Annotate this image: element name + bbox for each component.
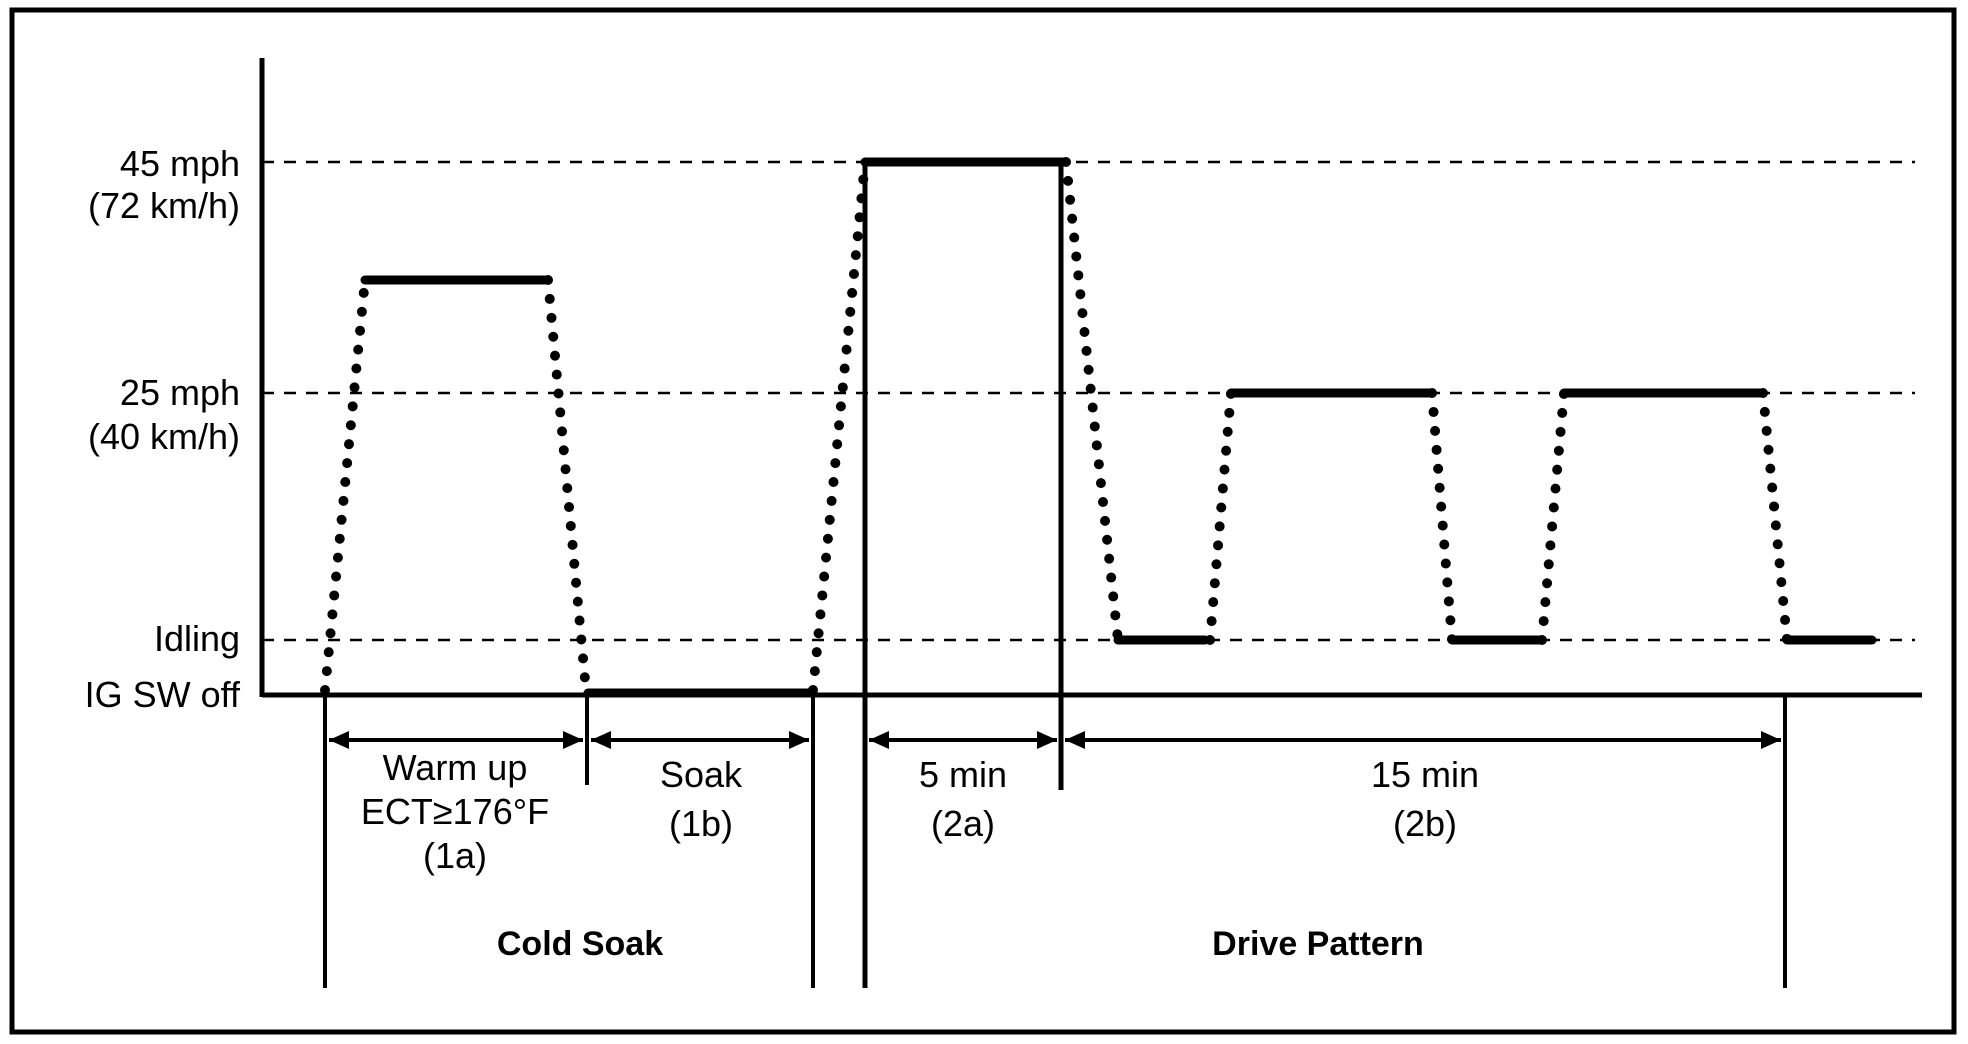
warmup-label: Warm up	[383, 747, 528, 788]
drive-5min-label: 5 min	[919, 754, 1007, 795]
arrowhead-soak-left	[591, 731, 611, 749]
speed-ramps	[320, 157, 1792, 695]
cold-soak-label: Cold Soak	[497, 925, 663, 963]
soak-label: Soak	[660, 754, 743, 795]
soak-code-label: (1b)	[669, 803, 733, 844]
ramp-warmup-down	[543, 275, 591, 695]
label-40-kmh: (40 km/h)	[88, 416, 240, 457]
ramp-5min-down	[1061, 157, 1123, 645]
drive-pattern-label: Drive Pattern	[1212, 925, 1424, 963]
arrowhead-warmup-left	[329, 731, 349, 749]
arrowhead-15min-left	[1065, 731, 1085, 749]
y-axis-labels: 45 mph (72 km/h) 25 mph (40 km/h) Idling…	[85, 143, 241, 715]
label-idling: Idling	[154, 618, 240, 659]
arrow-heads	[329, 731, 1781, 749]
group-labels: Cold Soak Drive Pattern	[497, 925, 1424, 963]
drive-15min-label: 15 min	[1371, 754, 1479, 795]
ramp-drive1-up	[1205, 388, 1236, 645]
label-25-mph: 25 mph	[120, 372, 240, 413]
arrowhead-warmup-right	[563, 731, 583, 749]
warmup-condition-label: ECT≥176°F	[361, 791, 549, 832]
ramp-drive2-down	[1758, 388, 1792, 645]
reference-lines	[262, 160, 1915, 642]
label-ig-sw-off: IG SW off	[85, 674, 241, 715]
warmup-code-label: (1a)	[423, 835, 487, 876]
arrowhead-5min-right	[1037, 731, 1057, 749]
drive-5min-boundaries	[862, 162, 1064, 988]
ramp-drive2-up	[1537, 388, 1569, 645]
drive-15min-code-label: (2b)	[1393, 803, 1457, 844]
phase-boundaries	[323, 697, 1787, 988]
drive-5min-code-label: (2a)	[931, 803, 995, 844]
arrowhead-5min-left	[869, 731, 889, 749]
phase-labels: Warm up ECT≥176°F (1a) Soak (1b) 5 min (…	[361, 747, 1479, 876]
ramp-drive1-down	[1427, 388, 1457, 645]
outer-frame	[9, 7, 1957, 1035]
label-45-mph: 45 mph	[120, 143, 240, 184]
arrowhead-soak-right	[789, 731, 809, 749]
ramp-warmup-up	[320, 275, 370, 695]
speed-plateaus	[360, 157, 1877, 698]
ramp-soak-up	[808, 157, 870, 695]
arrowhead-15min-right	[1761, 731, 1781, 749]
label-72-kmh: (72 km/h)	[88, 185, 240, 226]
